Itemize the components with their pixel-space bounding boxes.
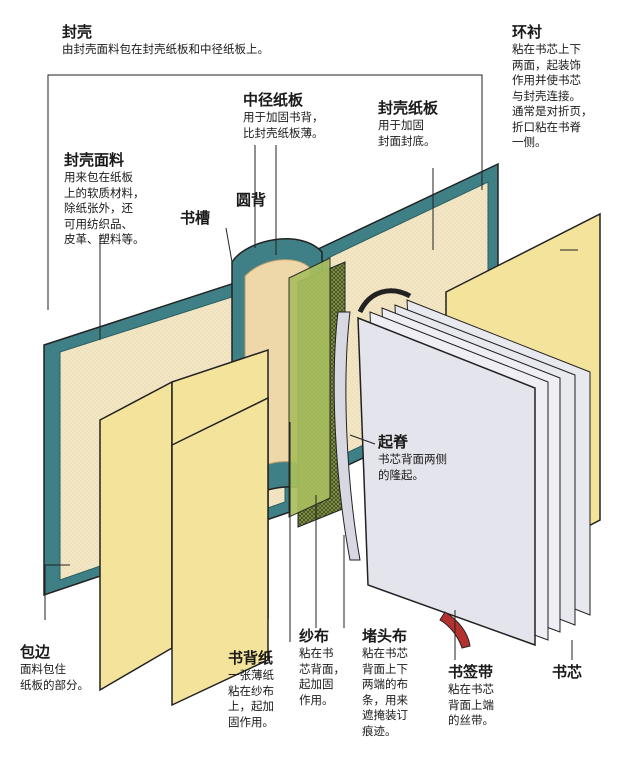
spine-paper <box>288 257 331 518</box>
mull-cloth <box>288 257 346 528</box>
label-desc-line: 条，用来 <box>362 692 408 707</box>
label-desc-line: 用来包在纸板 <box>64 170 133 185</box>
label-dutoubu: 堵头布 粘在书芯 背面上下 两端的布 条，用来 遮掩装订 痕迹。 <box>362 626 408 739</box>
label-title: 环衬 <box>512 23 543 41</box>
label-desc-line: 作用。 <box>299 692 334 707</box>
label-desc-line: 两端的布 <box>362 677 408 692</box>
label-desc-line: 芯背面， <box>299 661 345 676</box>
headband <box>357 288 412 314</box>
label-baobian: 包边 面料包住 纸板的部分。 <box>20 642 89 693</box>
label-desc-line: 上的软质材料， <box>64 185 145 200</box>
label-fengkezhiban: 封壳纸板 用于加固 封面封底。 <box>378 98 438 149</box>
label-title: 中径纸板 <box>243 91 304 109</box>
label-desc-line: 遮掩装订 <box>362 708 408 723</box>
label-desc-line: 的隆起。 <box>378 467 424 482</box>
label-title: 圆背 <box>236 191 267 209</box>
label-qiji: 起脊 书芯背面两侧 的隆起。 <box>378 432 447 483</box>
label-desc-line: 皮革、塑料等。 <box>64 232 145 247</box>
label-desc-line: 用于加固书背， <box>243 110 324 125</box>
label-desc-line: 粘在书 <box>299 646 334 661</box>
label-title: 纱布 <box>299 627 330 645</box>
label-desc-line: 粘在书芯上下 <box>512 42 581 57</box>
label-desc-line: 起加固 <box>299 677 334 692</box>
label-yuanbei: 圆背 <box>236 190 266 210</box>
label-shabu: 纱布 粘在书 芯背面， 起加固 作用。 <box>299 626 345 708</box>
label-shuqiandai: 书签带 粘在书芯 背面上端 的丝带。 <box>448 662 494 729</box>
endpaper-back-left <box>99 380 173 692</box>
leader-lines <box>44 74 578 660</box>
label-title: 起脊 <box>378 433 409 451</box>
label-desc-line: 背面上端 <box>448 697 494 712</box>
pages-stack <box>357 299 591 647</box>
label-title: 书签带 <box>448 663 494 681</box>
label-desc-line: 粘在书芯 <box>448 682 494 697</box>
label-shubeizhi: 书背纸 一张薄纸 粘在纱布 上，起加 固作用。 <box>228 648 274 730</box>
label-desc-line: 通常是对折页， <box>512 104 593 119</box>
label-desc-line: 粘在书芯 <box>362 646 408 661</box>
label-desc: 由封壳面料包在封壳纸板和中径纸板上。 <box>62 42 269 57</box>
label-desc-line: 上，起加 <box>228 699 274 714</box>
label-title: 书槽 <box>180 209 211 227</box>
label-desc-line: 一侧。 <box>512 135 547 150</box>
label-fengke: 封壳 由封壳面料包在封壳纸板和中径纸板上。 <box>62 22 269 58</box>
label-desc-line: 用于加固 <box>378 118 424 133</box>
label-desc-line: 除纸张外，还 <box>64 201 133 216</box>
label-desc-line: 痕迹。 <box>362 723 397 738</box>
label-desc-line: 面料包住 <box>20 662 66 677</box>
endpaper-front-leaf <box>171 396 269 707</box>
label-desc-line: 折口粘在书脊 <box>512 119 581 134</box>
label-title: 包边 <box>20 643 51 661</box>
label-desc-line: 粘在纱布 <box>228 683 274 698</box>
label-desc-line: 背面上下 <box>362 661 408 676</box>
label-desc-line: 一张薄纸 <box>228 668 274 683</box>
label-desc-line: 比封壳纸板薄。 <box>243 125 324 140</box>
label-desc-line: 固作用。 <box>228 714 274 729</box>
endpaper-front <box>171 396 269 707</box>
label-desc-line: 作用并使书芯 <box>512 73 581 88</box>
label-fengkemianliao: 封壳面料 用来包在纸板 上的软质材料， 除纸张外，还 可用纺织品、 皮革、塑料等… <box>64 150 145 248</box>
text-block <box>333 212 601 649</box>
rounded-spine-block <box>333 311 361 561</box>
label-desc-line: 可用纺织品、 <box>64 216 133 231</box>
label-title: 书芯 <box>552 663 583 681</box>
label-desc-line: 封面封底。 <box>378 133 436 148</box>
label-title: 封壳 <box>62 23 93 41</box>
label-shuxin: 书芯 <box>552 662 582 682</box>
label-title: 封壳面料 <box>64 151 125 169</box>
label-huanchen: 环衬 粘在书芯上下 两面，起装饰 作用并使书芯 与封壳连接。 通常是对折页， 折… <box>512 22 593 151</box>
label-desc-line: 纸板的部分。 <box>20 677 89 692</box>
label-desc-line: 书芯背面两侧 <box>378 452 447 467</box>
label-zhongjing: 中径纸板 用于加固书背， 比封壳纸板薄。 <box>243 90 324 141</box>
label-desc-line: 的丝带。 <box>448 713 494 728</box>
label-shucao: 书槽 <box>180 208 210 228</box>
label-desc-line: 与封壳连接。 <box>512 88 581 103</box>
label-title: 堵头布 <box>362 627 408 645</box>
label-title: 书背纸 <box>228 649 274 667</box>
label-desc-line: 两面，起装饰 <box>512 57 581 72</box>
label-title: 封壳纸板 <box>378 99 439 117</box>
